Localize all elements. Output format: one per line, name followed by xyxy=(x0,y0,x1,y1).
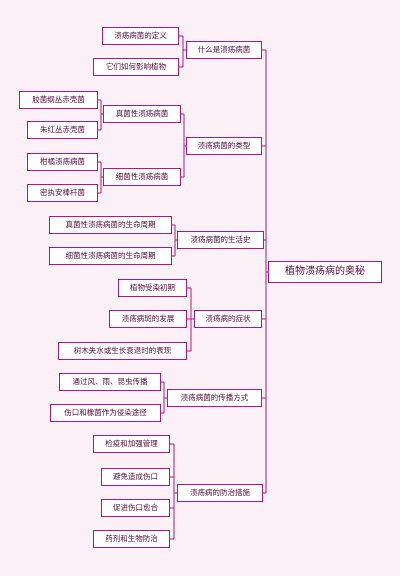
leaf-node-fungal-1: 胶菌纲丛赤壳菌 xyxy=(19,91,98,109)
leaf-node-symptoms-lesion: 溃疡病斑的发展 xyxy=(109,310,187,328)
leaf-node-lifecycle-bacterial: 细菌性溃疡病菌的生命周期 xyxy=(49,247,172,265)
branch-node-spread: 溃疡病菌的传播方式 xyxy=(167,389,262,407)
leaf-node-bacterial-2: 密执安棒杆菌 xyxy=(27,184,98,202)
sub-node-bacterial: 细菌性溃疡病菌 xyxy=(103,168,181,186)
branch-node-symptoms: 溃疡病的症状 xyxy=(194,310,262,328)
leaf-node-fungal-2: 朱红丛赤壳菌 xyxy=(27,121,98,139)
branch-node-definition: 什么是溃疡病菌 xyxy=(186,41,262,59)
branch-node-lifecycle: 溃疡病菌的生活史 xyxy=(177,231,264,249)
leaf-node-bacterial-1: 柑橘溃疡病菌 xyxy=(27,153,98,171)
leaf-node-definition-impact: 它们如何影响植物 xyxy=(93,58,179,76)
leaf-node-symptoms-decline: 树木失水或生长衰退时的表现 xyxy=(58,342,187,360)
leaf-node-control-healing: 促进伤口愈合 xyxy=(101,499,170,517)
leaf-node-symptoms-early: 植物受染初期 xyxy=(118,279,187,297)
leaf-node-spread-weather: 通过风、雨、昆虫传播 xyxy=(59,373,161,391)
leaf-node-control-quarantine: 检疫和加强管理 xyxy=(93,435,170,453)
branch-node-types: 溃疡病菌的类型 xyxy=(186,137,262,155)
leaf-node-definition-meaning: 溃疡病菌的定义 xyxy=(102,27,179,45)
leaf-node-control-avoid-wounds: 避免造成伤口 xyxy=(101,468,170,486)
branch-node-control: 溃疡病的防治措施 xyxy=(177,484,263,502)
leaf-node-spread-wounds: 伤口和橡菌作为侵染途径 xyxy=(50,404,161,422)
leaf-node-lifecycle-fungal: 真菌性溃疡病菌的生命周期 xyxy=(49,216,172,234)
leaf-node-control-chemical: 药剂和生物防治 xyxy=(93,530,170,548)
root-node: 植物溃疡病的奥秘 xyxy=(268,261,382,283)
sub-node-fungal: 真菌性溃疡病菌 xyxy=(103,105,181,123)
